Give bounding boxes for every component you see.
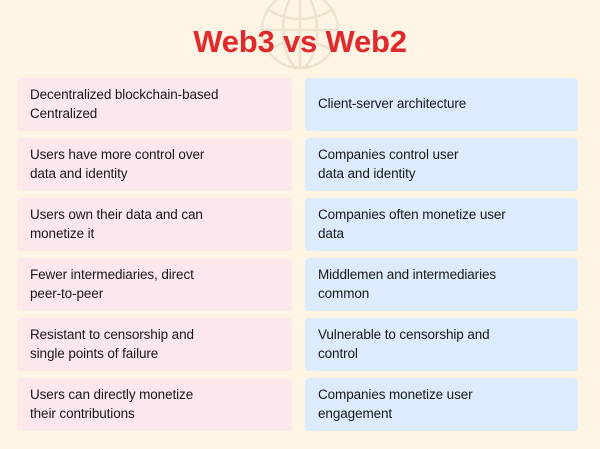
web3-cell-text: Decentralized blockchain-based Centraliz…: [30, 87, 219, 121]
web2-cell: Client-server architecture: [305, 78, 578, 131]
web2-cell: Companies often monetize user data: [305, 198, 578, 251]
web2-cell: Vulnerable to censorship and control: [305, 318, 578, 371]
web2-cell-text: Vulnerable to censorship and control: [318, 327, 490, 361]
web3-cell: Users own their data and can monetize it: [17, 198, 292, 251]
web2-cell: Middlemen and intermediaries common: [305, 258, 578, 311]
comparison-grid: Decentralized blockchain-based Centraliz…: [17, 78, 578, 431]
web3-cell: Fewer intermediaries, direct peer-to-pee…: [17, 258, 292, 311]
comparison-row: Users have more control over data and id…: [17, 138, 578, 191]
web2-cell-text: Companies control user data and identity: [318, 147, 459, 181]
web3-cell: Decentralized blockchain-based Centraliz…: [17, 78, 292, 131]
web3-cell: Users have more control over data and id…: [17, 138, 292, 191]
web3-cell-text: Resistant to censorship and single point…: [30, 327, 194, 361]
web2-cell-text: Middlemen and intermediaries common: [318, 267, 497, 301]
web3-cell: Resistant to censorship and single point…: [17, 318, 292, 371]
web3-cell: Users can directly monetize their contri…: [17, 378, 292, 431]
web2-cell: Companies monetize user engagement: [305, 378, 578, 431]
comparison-row: Decentralized blockchain-based Centraliz…: [17, 78, 578, 131]
web3-cell-text: Users have more control over data and id…: [30, 147, 205, 181]
header: Web3 vs Web2: [0, 0, 600, 78]
web2-cell-text: Companies monetize user engagement: [318, 387, 473, 421]
web2-cell-text: Companies often monetize user data: [318, 207, 506, 241]
comparison-row: Users can directly monetize their contri…: [17, 378, 578, 431]
web2-cell: Companies control user data and identity: [305, 138, 578, 191]
comparison-row: Resistant to censorship and single point…: [17, 318, 578, 371]
web3-cell-text: Users can directly monetize their contri…: [30, 387, 194, 421]
web3-cell-text: Fewer intermediaries, direct peer-to-pee…: [30, 267, 194, 301]
web3-cell-text: Users own their data and can monetize it: [30, 207, 203, 241]
comparison-row: Users own their data and can monetize it…: [17, 198, 578, 251]
page-title: Web3 vs Web2: [193, 23, 407, 59]
comparison-row: Fewer intermediaries, direct peer-to-pee…: [17, 258, 578, 311]
web2-cell-text: Client-server architecture: [318, 96, 467, 112]
